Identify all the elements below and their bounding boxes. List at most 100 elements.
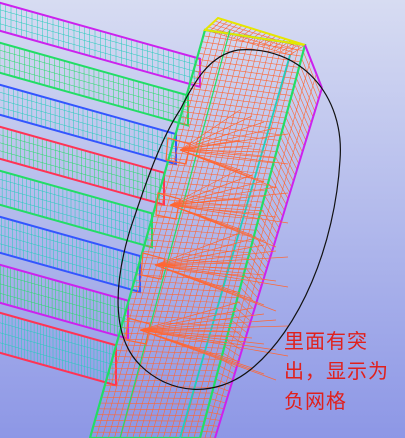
negative-mesh-cell [155,192,181,220]
negative-mesh-line [154,256,289,266]
mesh-line [229,326,246,340]
mesh-line [0,150,165,197]
beam-edge [0,1,201,89]
negative-mesh-line [179,115,253,151]
negative-mesh-line [139,329,277,351]
mesh-line [257,221,275,246]
mesh-line [198,53,300,68]
mesh-line [0,322,117,356]
mesh-line [191,76,294,91]
mesh-line [0,332,117,366]
column-edge [119,29,231,438]
mesh-line [0,234,141,275]
mesh-line [147,233,253,242]
mesh-line [157,198,262,209]
mesh-line [217,372,233,380]
mesh-line [236,300,253,316]
mesh-line [162,181,267,192]
mesh-line [0,283,129,320]
mesh-line [203,424,219,427]
negative-mesh-line [139,301,241,331]
mesh-line [206,411,223,415]
negative-mesh-region [125,109,289,381]
negative-mesh-line [179,121,265,151]
mesh-line [150,222,256,231]
mesh-line [178,122,282,136]
mesh-line [0,187,153,231]
mesh-line [0,293,129,330]
beam-edge [0,169,153,249]
mesh-line [245,267,262,287]
horizontal-beams-mesh [0,1,201,387]
mesh-line [185,99,288,113]
mesh-line [297,71,316,112]
beam-edge [0,263,129,340]
mesh-line [183,105,286,119]
mesh-line [288,103,307,141]
mesh-line [231,319,248,334]
mesh-line [193,70,295,85]
mesh-line [233,313,250,328]
negative-mesh-line [139,325,289,331]
mesh-line [276,149,294,182]
beam-edge [0,215,141,294]
mesh-line [281,130,300,164]
mesh-line [285,43,301,54]
mesh-line [101,396,211,399]
column-top-edge [202,16,306,46]
negative-mesh-line [179,139,241,151]
mesh-line [274,156,292,188]
negative-mesh-line [169,186,277,206]
mesh-line [255,228,273,252]
negative-mesh-line [169,204,289,224]
mesh-line [271,169,289,199]
mesh-line [210,398,226,404]
annotation-ellipse-layer [117,49,341,390]
mesh-line [142,251,249,259]
mesh-line [234,306,251,322]
mesh-line [212,391,228,398]
mesh-line [280,136,298,170]
mesh-line [0,274,129,311]
negative-mesh-line [154,250,277,266]
negative-mesh-line [179,149,265,153]
negative-mesh-line [179,149,277,159]
mesh-line [0,99,177,150]
mesh-line [273,162,291,194]
mesh-line [154,210,259,220]
mesh-line [96,414,207,416]
mesh-line [0,9,201,67]
mesh-line [299,64,317,106]
mesh-line [247,260,264,281]
negative-mesh-line [169,204,265,212]
mesh-line [205,418,221,421]
mesh-line [290,97,309,135]
mesh-line [145,239,252,248]
mesh-line [233,26,248,39]
mesh-line [201,431,217,433]
mesh-line [228,25,243,38]
mesh-line [224,346,241,357]
mesh-line [260,208,278,234]
mesh-line [285,116,303,153]
mesh-line [226,339,242,351]
mesh-line [208,404,224,410]
column-edge [214,87,323,438]
mesh-line [261,35,277,47]
mesh-line [209,19,224,32]
mesh-line [242,29,257,42]
mesh-line [0,57,189,111]
negative-mesh-line [169,180,265,206]
mesh-line [160,187,265,197]
mesh-line [269,175,287,205]
mesh-line [241,280,259,299]
negative-mesh-line [169,168,241,206]
mesh-line [0,23,201,81]
beam-edge [0,41,189,127]
column-edge [304,44,323,89]
negative-mesh-line [154,238,253,266]
mesh-line [287,110,305,147]
negative-mesh-line [179,149,289,165]
